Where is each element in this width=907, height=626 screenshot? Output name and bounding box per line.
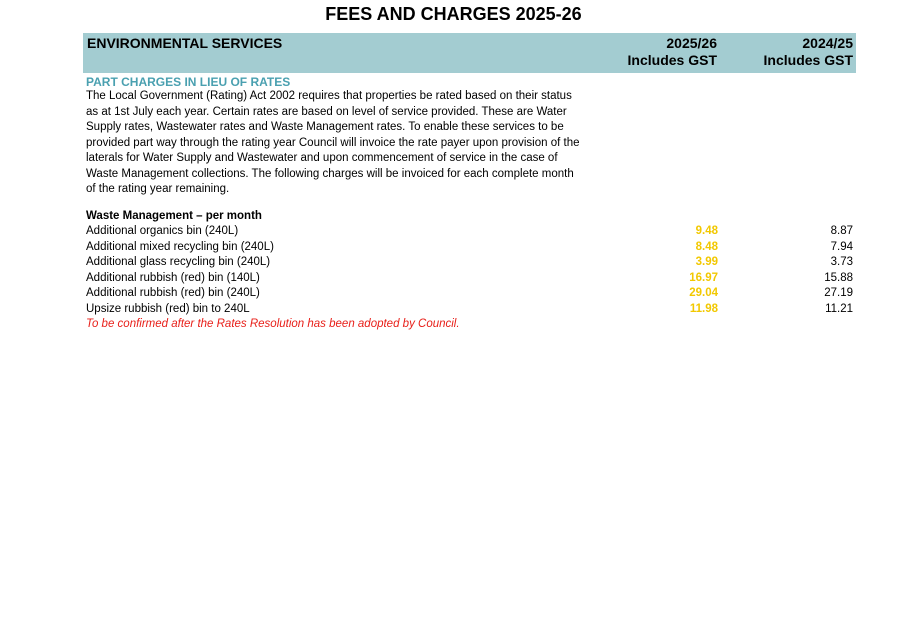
row-label: Additional mixed recycling bin (240L) <box>86 240 274 253</box>
column-header-2024-25: 2024/25 Includes GST <box>723 35 853 69</box>
table-row: Additional glass recycling bin (240L) 3.… <box>86 255 856 271</box>
row-label: Upsize rubbish (red) bin to 240L <box>86 302 250 315</box>
fees-table: Additional organics bin (240L) 9.48 8.87… <box>86 224 856 318</box>
subheading: PART CHARGES IN LIEU OF RATES <box>86 75 291 89</box>
value-2024-25: 11.21 <box>825 302 853 315</box>
value-2025-26: 8.48 <box>695 240 718 253</box>
row-label: Additional glass recycling bin (240L) <box>86 256 271 269</box>
table-header: ENVIRONMENTAL SERVICES 2025/26 Includes … <box>83 33 856 73</box>
table-row: Additional mixed recycling bin (240L) 8.… <box>86 240 856 256</box>
intro-paragraph: The Local Government (Rating) Act 2002 r… <box>86 90 580 195</box>
value-2025-26: 29.04 <box>689 287 718 300</box>
column-year-label: 2024/25 <box>802 35 853 51</box>
table-row: Upsize rubbish (red) bin to 240L 11.98 1… <box>86 302 856 318</box>
table-row: Additional rubbish (red) bin (140L) 16.9… <box>86 271 856 287</box>
footnote: To be confirmed after the Rates Resoluti… <box>86 318 460 330</box>
value-2025-26: 3.99 <box>695 256 718 269</box>
value-2024-25: 3.73 <box>830 256 853 269</box>
group-heading: Waste Management – per month <box>86 210 262 222</box>
page-title: FEES AND CHARGES 2025-26 <box>325 4 582 24</box>
column-gst-label: Includes GST <box>763 52 853 68</box>
section-title: ENVIRONMENTAL SERVICES <box>87 35 283 51</box>
row-label: Additional rubbish (red) bin (240L) <box>86 287 260 300</box>
value-2025-26: 9.48 <box>695 225 718 237</box>
row-label: Additional rubbish (red) bin (140L) <box>86 271 260 284</box>
column-header-2025-26: 2025/26 Includes GST <box>587 35 717 69</box>
row-label: Additional organics bin (240L) <box>86 225 239 237</box>
value-2024-25: 15.88 <box>824 271 853 284</box>
value-2025-26: 11.98 <box>689 302 718 315</box>
column-year-label: 2025/26 <box>666 35 717 51</box>
value-2025-26: 16.97 <box>689 271 718 284</box>
value-2024-25: 7.94 <box>830 240 853 253</box>
table-row: Additional organics bin (240L) 9.48 8.87 <box>86 224 856 240</box>
table-row: Additional rubbish (red) bin (240L) 29.0… <box>86 286 856 302</box>
value-2024-25: 27.19 <box>824 287 853 300</box>
value-2024-25: 8.87 <box>830 225 853 237</box>
column-gst-label: Includes GST <box>627 52 717 68</box>
